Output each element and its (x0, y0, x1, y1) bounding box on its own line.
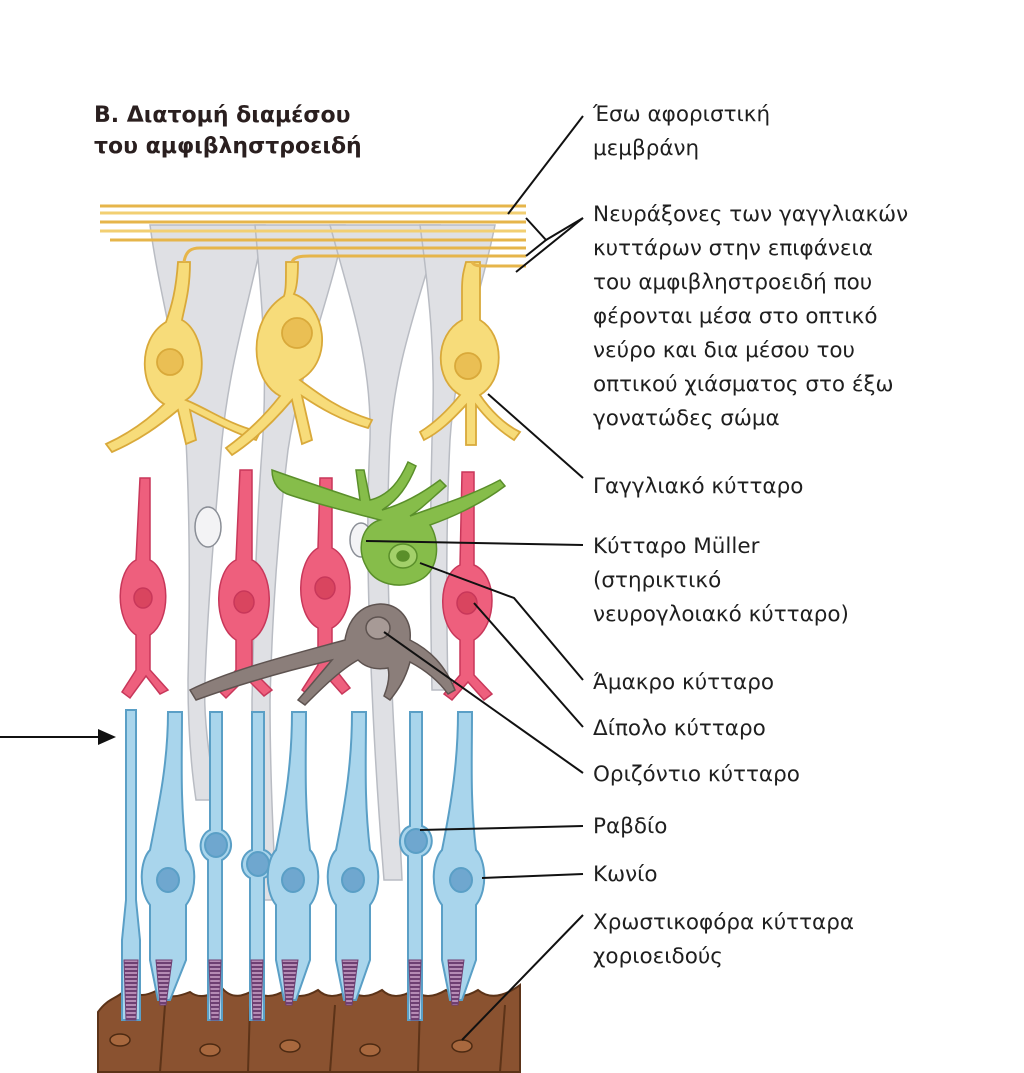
label-ganglion-axons: Νευράξονες των γαγγλιακών κυττάρων στην … (593, 198, 908, 436)
label-line: Χρωστικοφόρα κύτταρα (593, 910, 855, 935)
label-horizontal-cell: Οριζόντιο κύτταρο (593, 758, 800, 792)
horizontal-cell (188, 603, 456, 706)
leader-horizontal-cell (383, 631, 584, 774)
label-ganglion-cell: Γαγγλιακό κύτταρο (593, 470, 803, 504)
bipolar-cell (300, 477, 352, 698)
leader-ganglion-cell (487, 393, 584, 479)
label-line: οπτικού χιάσματος στο έξω (593, 372, 894, 397)
label-line: κυττάρων στην επιφάνεια (593, 236, 873, 261)
muller-nucleus (194, 506, 222, 548)
bipolar-cell (119, 477, 170, 700)
title-line-2: του αμφιβληστροειδή (94, 134, 362, 159)
leader-cone (481, 873, 584, 879)
bipolar-cell (442, 471, 494, 702)
label-line: (στηρικτικό (593, 568, 722, 593)
label-line: Άμακρο κύτταρο (593, 670, 775, 695)
ganglion-cell (418, 261, 522, 446)
leader-pigment-cells (461, 914, 584, 1041)
leader-bipolar-cell (473, 602, 584, 728)
rod-cell (121, 709, 141, 1021)
outer-segments (123, 959, 465, 1021)
label-line: νεύρο και δια μέσου του (593, 338, 855, 363)
leader-rod (419, 825, 584, 831)
title-line-1: Β. Διατομή διαμέσου (94, 103, 351, 128)
leader-ganglion-axons-2 (515, 217, 584, 273)
label-line: Κωνίο (593, 862, 658, 887)
label-line: Δίπολο κύτταρο (593, 716, 766, 741)
label-pigment-cells: Χρωστικοφόρα κύτταρα χοριοειδούς (593, 906, 854, 974)
pigment-nucleus (359, 1043, 381, 1057)
label-muller-cell: Κύτταρο Müller (στηρικτικό νευρογλοιακό … (593, 530, 849, 632)
pigment-nucleus (109, 1033, 131, 1047)
label-amacrine-cell: Άμακρο κύτταρο (593, 666, 774, 700)
label-line: Έσω αφοριστική (593, 102, 771, 127)
label-line: Γαγγλιακό κύτταρο (593, 474, 804, 499)
rod-cell (241, 711, 275, 1021)
amacrine-cell (271, 460, 507, 586)
leader-muller-cell (365, 540, 584, 546)
ganglion-cell (104, 261, 262, 454)
ganglion-cells-layer (104, 261, 522, 457)
outer-limiting-membrane-arrow (0, 729, 116, 745)
label-line: νευρογλοιακό κύτταρο) (593, 602, 849, 627)
label-line: του αμφιβληστροειδή που (593, 270, 873, 295)
label-line: Κύτταρο Müller (593, 534, 760, 559)
label-line: γονατώδες σώμα (593, 406, 780, 431)
label-line: μεμβράνη (593, 136, 700, 161)
label-inner-limiting-membrane: Έσω αφοριστική μεμβράνη (593, 98, 770, 166)
bipolar-cell (216, 469, 274, 700)
rod-cell (199, 711, 232, 1021)
label-line: Νευράξονες των γαγγλιακών (593, 202, 909, 227)
cone-cell (432, 711, 486, 1001)
label-bipolar-cell: Δίπολο κύτταρο (593, 712, 766, 746)
label-rod: Ραβδίο (593, 810, 667, 844)
cone-cell (326, 711, 380, 1001)
ganglion-cell (224, 261, 374, 457)
leader-lines (365, 115, 584, 1041)
diagram-title: Β. Διατομή διαμέσου του αμφιβληστροειδή (94, 100, 362, 162)
bipolar-cells-layer (119, 469, 494, 702)
label-cone: Κωνίο (593, 858, 658, 892)
cone-cell (140, 711, 196, 1001)
label-line: φέρονται μέσα στο οπτικό (593, 304, 878, 329)
leader-amacrine-cell (419, 562, 584, 681)
pigment-nucleus (451, 1039, 473, 1053)
leader-inner-limiting-membrane (507, 115, 584, 215)
label-line: Οριζόντιο κύτταρο (593, 762, 800, 787)
nerve-fiber-layer (100, 204, 526, 268)
pigment-nucleus (279, 1039, 301, 1053)
leader-ganglion-axons (545, 217, 584, 241)
pigment-nucleus (199, 1043, 221, 1057)
label-line: χοριοειδούς (593, 944, 723, 969)
label-line: Ραβδίο (593, 814, 668, 839)
photoreceptor-layer (121, 709, 486, 1021)
cone-cell (266, 711, 320, 1001)
